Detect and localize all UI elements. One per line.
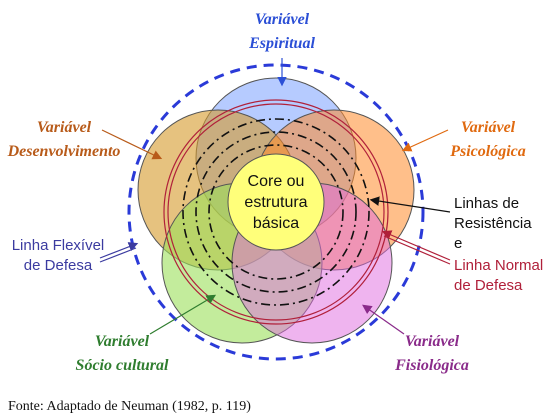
source-caption: Fonte: Adaptado de Neuman (1982, p. 119) <box>8 399 251 414</box>
espiritual-label-2: Espiritual <box>248 35 315 52</box>
core-label-1: Core ou <box>248 173 305 190</box>
desenvolvimento-label-2: Desenvolvimento <box>7 143 121 160</box>
flexivel-label-2: de Defesa <box>24 257 93 274</box>
psicologica-label-1: Variável <box>461 119 516 136</box>
flexivel-arrow-a <box>99 242 139 259</box>
core-label-2: estrutura <box>244 194 307 211</box>
resistencia-label-3: e <box>454 235 462 252</box>
desenvolvimento-arrow <box>101 129 163 160</box>
espiritual-label-1: Variável <box>255 11 310 28</box>
normal-arrow-a <box>381 230 451 261</box>
flexivel-label-1: Linha Flexível <box>12 237 105 254</box>
linha-normal-inner <box>167 103 385 321</box>
normal-arrow-b <box>383 235 451 265</box>
sociocultural-arrow <box>149 294 217 335</box>
linha-resistencia-1 <box>182 118 370 306</box>
fisiologica-label-2: Fisiológica <box>394 357 469 374</box>
linha-resistencia-2 <box>195 131 357 293</box>
psicologica-arrow <box>401 129 449 152</box>
normal-label-2: de Defesa <box>454 277 523 294</box>
fisiologica-arrow <box>362 304 405 335</box>
linha-resistencia-3 <box>208 144 344 280</box>
linha-flexivel-circle <box>127 63 425 361</box>
resistencia-label-2: Resistência <box>454 215 532 232</box>
sociocultural-label-1: Variável <box>95 333 150 350</box>
flexivel-arrow-b <box>99 247 137 263</box>
psicologica-label-2: Psicológica <box>449 143 526 160</box>
resistencia-arrow <box>369 196 451 213</box>
core-circle <box>227 153 325 251</box>
desenvolvimento-label-1: Variável <box>37 119 92 136</box>
fisiologica-label-1: Variável <box>405 333 460 350</box>
resistencia-label-1: Linhas de <box>454 195 519 212</box>
linha-normal-outer <box>163 99 389 325</box>
normal-label-1: Linha Normal <box>454 257 543 274</box>
core-label-3: básica <box>253 215 299 232</box>
sociocultural-label-2: Sócio cultural <box>76 357 169 374</box>
